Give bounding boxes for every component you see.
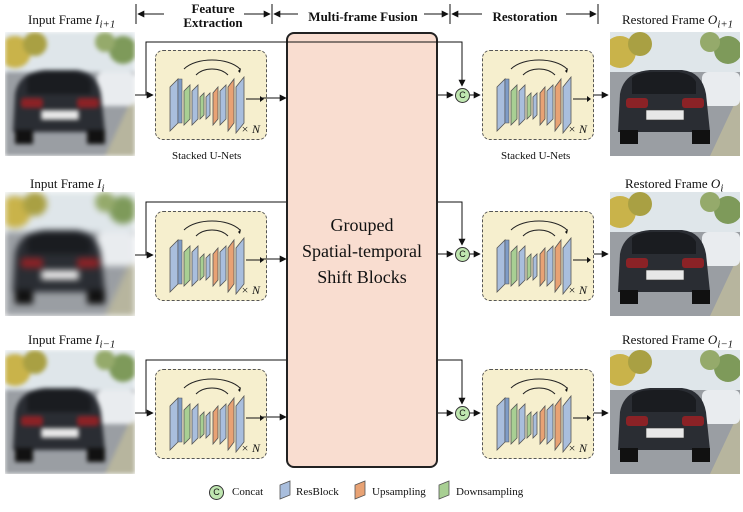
header-span-markers [135, 4, 599, 24]
fusion-line-1: Grouped [330, 215, 394, 235]
legend-concat-label: Concat [232, 486, 264, 498]
feature-unet-next: × N [155, 50, 267, 140]
legend-downsampling-label: Downsampling [456, 486, 524, 498]
repeat-label: × N [240, 283, 260, 297]
concat-icon: C [455, 406, 470, 421]
repeat-label: × N [240, 441, 260, 455]
input-label-current: Input Frame Ii [30, 176, 105, 195]
legend-downsampling-icon [438, 480, 450, 500]
restore-unet-prev: × N [482, 369, 594, 459]
feature-unet-prev: × N [155, 369, 267, 459]
legend-resblock-icon [279, 480, 291, 500]
feature-unet-current: × N [155, 211, 267, 301]
grouped-shift-blocks: Grouped Spatial-temporal Shift Blocks [286, 32, 438, 468]
output-label-current: Restored Frame Oi [625, 176, 724, 195]
stacked-unets-caption-right: Stacked U-Nets [501, 150, 571, 162]
header-restoration: Restoration [492, 9, 558, 24]
header-feature-extraction: Feature Extraction [183, 1, 243, 30]
repeat-label: × N [567, 441, 587, 455]
restore-unet-next: × N [482, 50, 594, 140]
concat-icon: C [455, 88, 470, 103]
concat-icon: C [455, 247, 470, 262]
output-label-next: Restored Frame Oi+1 [622, 12, 734, 31]
fusion-line-2: Spatial-temporal [302, 241, 422, 261]
fusion-line-3: Shift Blocks [317, 267, 407, 287]
output-label-prev: Restored Frame Oi−1 [622, 332, 734, 351]
stacked-unets-caption-left: Stacked U-Nets [172, 150, 242, 162]
header-multi-frame-fusion: Multi-frame Fusion [308, 9, 418, 24]
repeat-label: × N [240, 122, 260, 136]
legend-upsampling-label: Upsampling [372, 486, 426, 498]
legend-upsampling-icon [354, 480, 366, 500]
legend-concat-icon: C [209, 485, 224, 500]
repeat-label: × N [567, 122, 587, 136]
restore-unet-current: × N [482, 211, 594, 301]
input-label-next: Input Frame Ii+1 [28, 12, 116, 31]
legend-resblock-label: ResBlock [296, 486, 339, 498]
input-label-prev: Input Frame Ii−1 [28, 332, 116, 351]
repeat-label: × N [567, 283, 587, 297]
